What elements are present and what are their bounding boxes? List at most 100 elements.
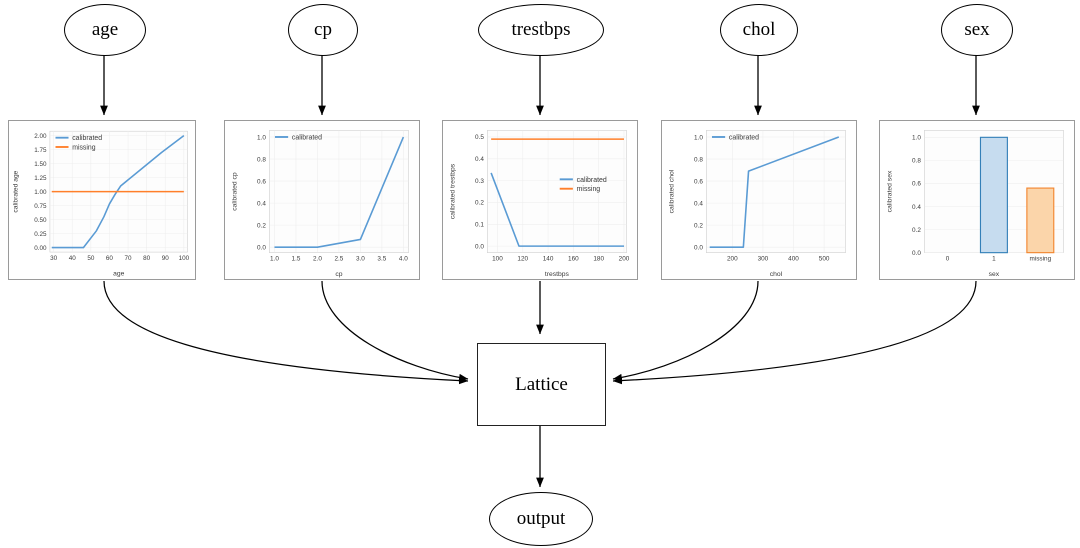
y-axis-title: calibrated trestbps: [449, 163, 456, 219]
y-tick-label: 1.0: [694, 134, 703, 141]
node-chol[interactable]: chol: [720, 4, 798, 56]
x-tick-label: 400: [788, 256, 799, 263]
y-axis-title: calibrated chol: [668, 169, 675, 213]
y-tick-label: 0.8: [257, 156, 266, 163]
edge-cp-plot-to-lattice: [321, 280, 469, 382]
x-tick-label: 3.0: [356, 256, 365, 263]
series-calibrated: [709, 136, 840, 248]
legend-label-missing: missing: [72, 144, 95, 151]
node-trestbps-label: trestbps: [511, 19, 571, 40]
edge-sex-plot-to-lattice: [612, 280, 977, 385]
y-tick-label: 1.00: [34, 189, 47, 196]
node-sex[interactable]: sex: [941, 4, 1013, 56]
series-calibrated: [490, 172, 624, 247]
series-calibrated: [51, 135, 185, 249]
node-sex-label: sex: [964, 19, 990, 40]
x-tick-label: 4.0: [399, 256, 408, 263]
x-tick-label: 300: [758, 256, 769, 263]
node-trestbps[interactable]: trestbps: [478, 4, 604, 56]
x-tick-label: 70: [125, 255, 133, 262]
x-axis-title: age: [113, 270, 124, 277]
y-tick-label: 0.75: [34, 203, 47, 210]
x-tick-label: 90: [162, 255, 170, 262]
x-tick-label: 80: [143, 255, 151, 262]
y-axis-title: calibrated cp: [231, 172, 238, 211]
x-tick-label: 140: [543, 256, 554, 263]
edge-chol-plot-to-lattice: [612, 280, 759, 382]
y-tick-label: 0.0: [475, 243, 484, 250]
y-tick-label: 0.5: [475, 134, 484, 141]
node-cp[interactable]: cp: [288, 4, 358, 56]
y-tick-label: 1.50: [34, 161, 47, 168]
series-calibrated: [274, 136, 405, 248]
node-lattice-label: Lattice: [515, 373, 568, 395]
x-tick-label: 100: [179, 255, 190, 262]
x-tick-label: 1.0: [270, 256, 279, 263]
bar-missing: [1026, 187, 1055, 254]
y-axis-title: calibrated age: [12, 170, 19, 212]
y-tick-label: 1.75: [34, 147, 47, 154]
node-age[interactable]: age: [64, 4, 146, 56]
node-output-label: output: [516, 508, 566, 529]
node-age-label: age: [91, 19, 119, 40]
legend-label-calibrated: calibrated: [72, 135, 102, 142]
node-cp-label: cp: [314, 19, 332, 40]
x-tick-label: 30: [50, 255, 58, 262]
x-tick-label: 500: [819, 256, 830, 263]
y-tick-label: 2.00: [34, 133, 47, 140]
y-tick-label: 1.0: [257, 134, 266, 141]
x-tick-label: 2.0: [313, 256, 322, 263]
y-tick-label: 0.50: [34, 217, 47, 224]
y-tick-label: 0.4: [694, 200, 703, 207]
y-tick-label: 0.0: [694, 244, 703, 251]
x-axis-title: chol: [770, 271, 783, 278]
y-tick-label: 0.4: [475, 156, 484, 163]
x-axis-title: cp: [335, 271, 342, 278]
x-axis-title: trestbps: [545, 271, 570, 278]
y-tick-label: 0.2: [475, 200, 484, 207]
y-tick-label: 0.8: [912, 158, 921, 165]
x-tick-label: 40: [69, 255, 77, 262]
y-tick-label: 0.8: [694, 156, 703, 163]
x-axis-title: sex: [989, 271, 1000, 278]
y-tick-label: 0.00: [34, 245, 47, 252]
x-tick-label: 100: [492, 256, 503, 263]
x-tick-label: 200: [619, 256, 630, 263]
edge-age-plot-to-lattice: [103, 280, 469, 385]
y-axis-title: calibrated sex: [886, 170, 893, 212]
node-lattice[interactable]: Lattice: [477, 343, 606, 426]
y-tick-label: 0.4: [912, 204, 921, 211]
y-tick-label: 0.6: [912, 181, 921, 188]
chart-axes-area: [706, 130, 846, 253]
y-tick-label: 0.1: [475, 222, 484, 229]
x-tick-label: 2.5: [334, 256, 343, 263]
node-output[interactable]: output: [489, 492, 593, 546]
y-tick-label: 0.0: [912, 250, 921, 257]
bar-1: [979, 136, 1008, 254]
y-tick-label: 0.6: [257, 178, 266, 185]
y-tick-label: 0.2: [694, 222, 703, 229]
x-tick-label: 180: [593, 256, 604, 263]
x-tick-label: 120: [517, 256, 528, 263]
legend-label-calibrated: calibrated: [292, 134, 322, 141]
legend-label-calibrated: calibrated: [729, 134, 759, 141]
y-tick-label: 0.3: [475, 178, 484, 185]
legend-label-missing: missing: [577, 186, 601, 193]
x-tick-label: 1: [992, 256, 996, 263]
y-tick-label: 1.0: [912, 135, 921, 142]
x-tick-label: 1.5: [292, 256, 301, 263]
node-chol-label: chol: [742, 19, 776, 40]
y-tick-label: 0.6: [694, 178, 703, 185]
x-tick-label: 60: [106, 255, 114, 262]
